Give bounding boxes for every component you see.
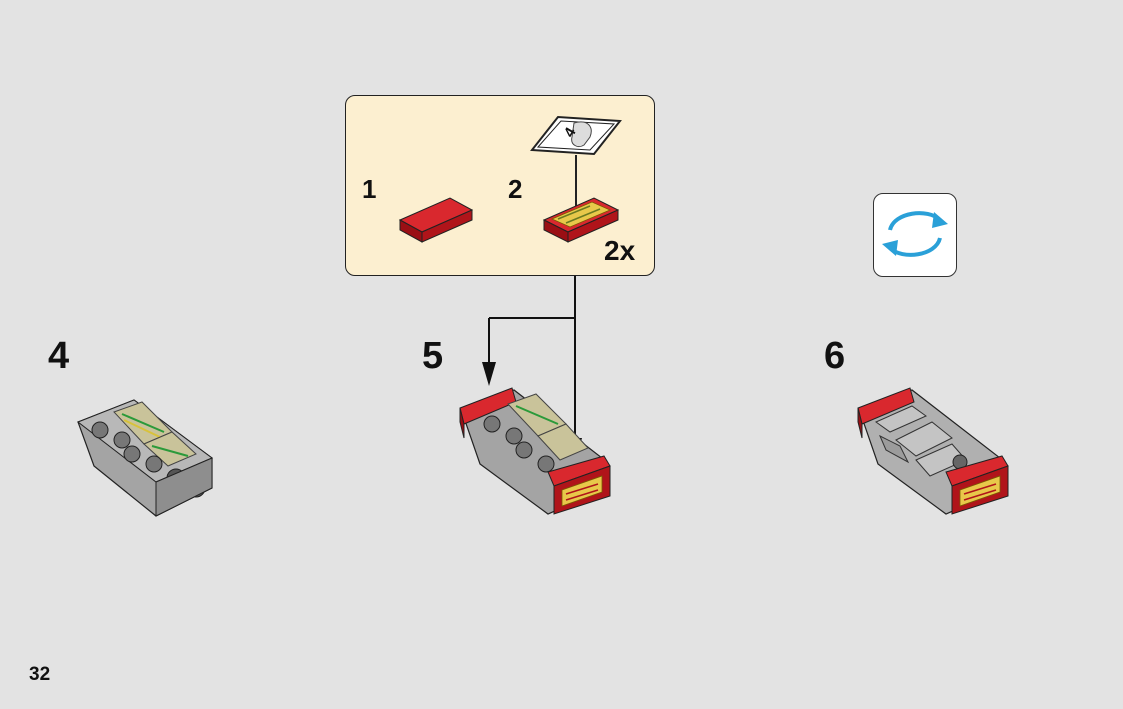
step-4-model <box>76 399 213 517</box>
part-quantity: 2x <box>604 235 636 266</box>
red-tile-sticker-part <box>542 197 620 243</box>
sticker-sheet-icon <box>530 115 622 156</box>
rotate-model-box <box>873 193 957 277</box>
rotate-model-icon <box>882 211 948 257</box>
page-number: 32 <box>29 664 51 685</box>
part-number-2: 2 <box>508 174 523 204</box>
step-number-5: 5 <box>422 335 444 377</box>
step-number-6: 6 <box>824 335 846 377</box>
part-number-1: 1 <box>362 174 377 204</box>
red-tile-part <box>398 197 474 243</box>
step-6-model <box>857 387 1009 515</box>
step-number-4: 4 <box>48 335 70 377</box>
step-5-model <box>459 387 611 515</box>
sticker-leader-line <box>575 155 577 213</box>
